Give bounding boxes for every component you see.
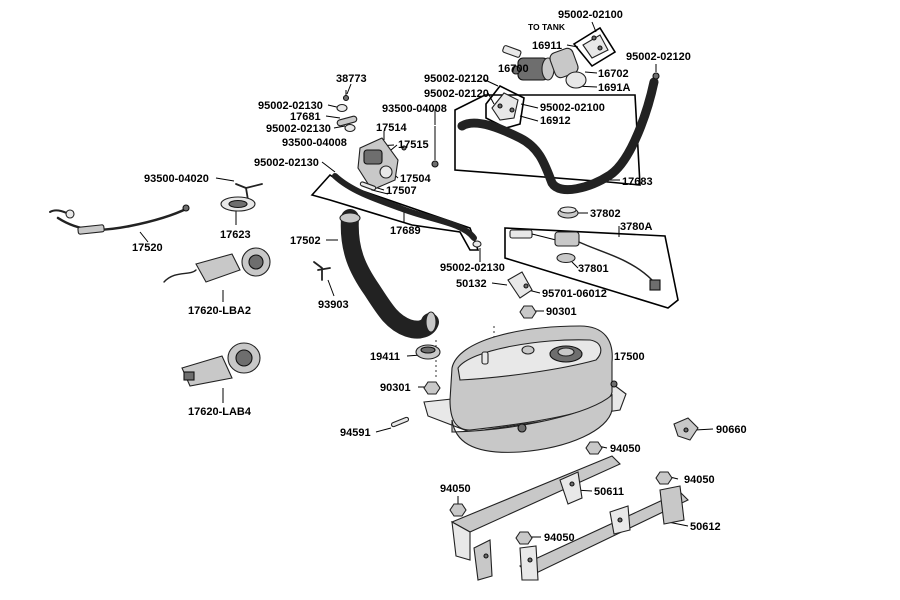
fuel-tank-icon[interactable] — [423, 325, 627, 453]
nut-94050-left-icon[interactable] — [449, 503, 467, 517]
seal-17623-icon[interactable] — [220, 196, 256, 212]
fuel-cap-icon[interactable] — [557, 206, 579, 219]
pin-94591-icon[interactable] — [390, 416, 410, 428]
fuel-lid-lock-lab4-icon[interactable] — [181, 342, 261, 387]
label-95002-02130-top: 95002-02130 — [258, 100, 323, 112]
fuel-hose-icon[interactable] — [457, 72, 660, 195]
label-16700: 16700 — [498, 63, 529, 75]
label-17504: 17504 — [400, 173, 431, 185]
label-95002-02120-right: 95002-02120 — [626, 51, 691, 63]
label-94050-mid: 94050 — [610, 443, 641, 455]
label-95002-02100-mid: 95002-02100 — [540, 102, 605, 114]
label-19411: 19411 — [370, 351, 400, 363]
label-95701-06012: 95701-06012 — [542, 288, 607, 300]
nut-94050-center-icon[interactable] — [515, 531, 533, 545]
label-90301-top: 90301 — [546, 306, 577, 318]
fuel-gauge-group-frame — [504, 227, 679, 309]
label-16912: 16912 — [540, 115, 571, 127]
part-labels: 95002-02100 TO TANK 16911 95002-02120 38… — [132, 9, 747, 544]
throttle-body-icon[interactable] — [357, 137, 407, 195]
label-95002-02130-third: 95002-02130 — [254, 157, 319, 169]
filter-clamp-group-frame — [485, 84, 525, 129]
label-to-tank: TO TANK — [528, 22, 566, 32]
nut-94050-right-icon[interactable] — [655, 471, 673, 485]
pump-bracket-group-frame — [572, 26, 617, 68]
label-3780a: 3780A — [620, 221, 652, 233]
clip-93903-icon[interactable] — [313, 261, 331, 281]
label-16702: 16702 — [598, 68, 629, 80]
fuel-pump-icon[interactable] — [502, 45, 587, 89]
label-17681: 17681 — [290, 111, 321, 123]
label-50132: 50132 — [456, 278, 487, 290]
o-ring-37801-icon[interactable] — [556, 252, 576, 264]
label-94050-left: 94050 — [440, 483, 471, 495]
tank-vent-hose-icon[interactable] — [332, 173, 482, 248]
label-17683: 17683 — [622, 176, 653, 188]
label-38773: 38773 — [336, 73, 367, 85]
label-50612: 50612 — [690, 521, 721, 533]
tank-bracket-50611-icon[interactable] — [450, 455, 621, 581]
label-50611: 50611 — [594, 486, 624, 498]
fuel-lid-lock-lba2-icon[interactable] — [163, 247, 271, 283]
tank-bracket-50132-icon[interactable] — [507, 271, 533, 299]
label-94050-right: 94050 — [684, 474, 715, 486]
label-17623: 17623 — [220, 229, 251, 241]
label-95002-02120-left: 95002-02120 — [424, 88, 489, 100]
label-93500-04020: 93500-04020 — [144, 173, 209, 185]
fuel-gauge-sender-icon[interactable] — [509, 229, 661, 291]
label-95002-02130-second: 95002-02130 — [266, 123, 331, 135]
label-17620-lab4: 17620-LAB4 — [188, 406, 252, 418]
label-17515: 17515 — [398, 139, 429, 151]
label-94591: 94591 — [340, 427, 371, 439]
screw-93500-04008-icon[interactable] — [431, 126, 439, 168]
label-93500-04008-top: 93500-04008 — [382, 103, 447, 115]
nut-90301-icon[interactable] — [519, 305, 537, 319]
tank-bracket-50612-icon[interactable] — [519, 485, 689, 581]
label-17689: 17689 — [390, 225, 421, 237]
tank-cap-19411-icon[interactable] — [415, 344, 441, 360]
throttle-cable-icon[interactable] — [49, 204, 190, 235]
label-17514: 17514 — [376, 122, 407, 134]
label-93500-04008-second: 93500-04008 — [282, 137, 347, 149]
clip-38773-icon[interactable] — [342, 90, 350, 102]
clip-90660-icon[interactable] — [673, 417, 699, 441]
label-17620-lba2: 17620-LBA2 — [188, 305, 251, 317]
fuel-hose-group-frame — [454, 94, 641, 186]
hose-clamp-17507-icon[interactable] — [359, 181, 377, 191]
label-93903: 93903 — [318, 299, 349, 311]
nut-94050-icon[interactable] — [585, 441, 603, 455]
label-37802: 37802 — [590, 208, 621, 220]
label-17502: 17502 — [290, 235, 321, 247]
label-90301-left: 90301 — [380, 382, 411, 394]
label-95002-02100-top: 95002-02100 — [558, 9, 623, 21]
pump-bracket-icon[interactable] — [582, 34, 609, 59]
hose-clip-icon[interactable] — [336, 103, 358, 133]
label-1691a: 1691A — [598, 82, 630, 94]
label-95002-02120-mid: 95002-02120 — [424, 73, 489, 85]
label-90660: 90660 — [716, 424, 747, 436]
label-16911: 16911 — [532, 40, 562, 52]
label-17520: 17520 — [132, 242, 163, 254]
filter-clamp-icon[interactable] — [491, 92, 519, 121]
label-95002-02130-bottom: 95002-02130 — [440, 262, 505, 274]
filler-hose-icon[interactable] — [339, 209, 439, 339]
nut-90301-left-icon[interactable] — [423, 381, 441, 395]
label-37801: 37801 — [578, 263, 609, 275]
label-17500: 17500 — [614, 351, 645, 363]
label-17507: 17507 — [386, 185, 417, 197]
label-94050-bottom: 94050 — [544, 532, 575, 544]
